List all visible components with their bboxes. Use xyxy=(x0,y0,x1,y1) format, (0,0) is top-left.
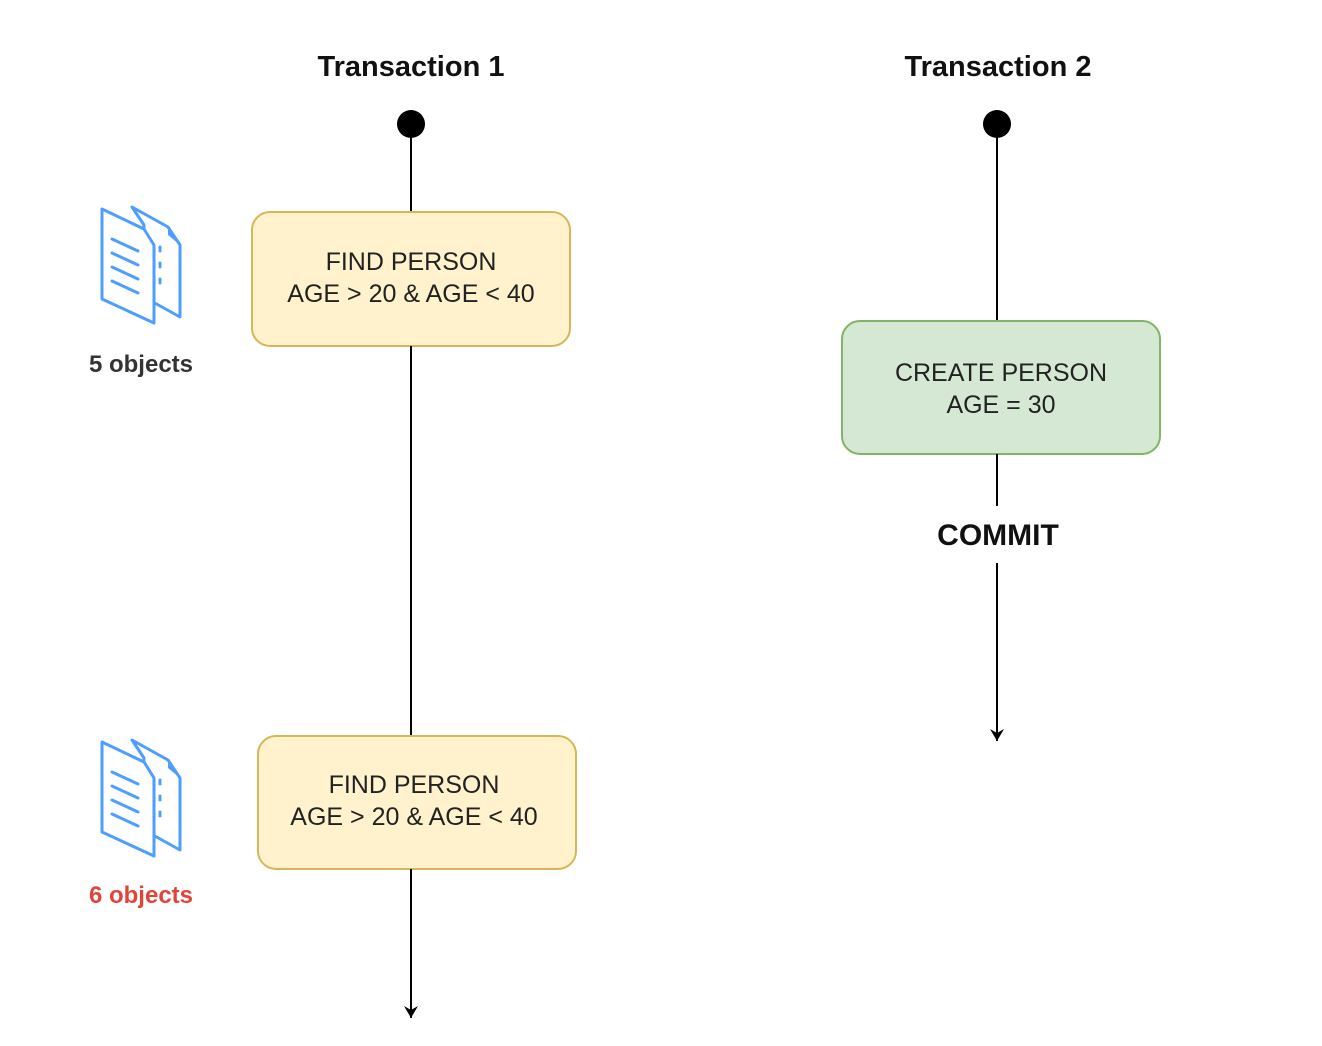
create-person-box-line2: AGE = 30 xyxy=(946,391,1055,419)
documents-icon xyxy=(100,205,182,325)
find-person-box-1-shape xyxy=(251,211,571,347)
result-1-count: 5 objects xyxy=(89,351,193,378)
find-person-box-2-shape xyxy=(257,735,577,870)
find-person-box-2-line2: AGE > 20 & AGE < 40 xyxy=(290,803,537,831)
commit-label: COMMIT xyxy=(937,519,1059,552)
create-person-box: CREATE PERSON AGE = 30 xyxy=(841,320,1161,455)
result-2: 6 objects xyxy=(89,738,193,909)
result-1: 5 objects xyxy=(89,205,193,378)
find-person-box-2: FIND PERSON AGE > 20 & AGE < 40 xyxy=(257,735,577,870)
create-person-box-shape xyxy=(841,320,1161,455)
documents-icon xyxy=(100,738,182,858)
transaction-2-lane: Transaction 2 CREATE PERSON AGE = 30 COM… xyxy=(841,51,1161,741)
find-person-box-1-line1: FIND PERSON xyxy=(326,248,497,276)
find-person-box-2-line1: FIND PERSON xyxy=(329,771,500,799)
result-2-count: 6 objects xyxy=(89,882,193,909)
find-person-box-1: FIND PERSON AGE > 20 & AGE < 40 xyxy=(251,211,571,347)
find-person-box-1-line2: AGE > 20 & AGE < 40 xyxy=(287,280,534,308)
transaction-1-title: Transaction 1 xyxy=(318,51,505,83)
transaction-2-title: Transaction 2 xyxy=(905,51,1092,83)
transaction-1-lane: Transaction 1 FIND PERSON AGE > 20 & AGE… xyxy=(251,51,577,1018)
create-person-box-line1: CREATE PERSON xyxy=(895,359,1107,387)
